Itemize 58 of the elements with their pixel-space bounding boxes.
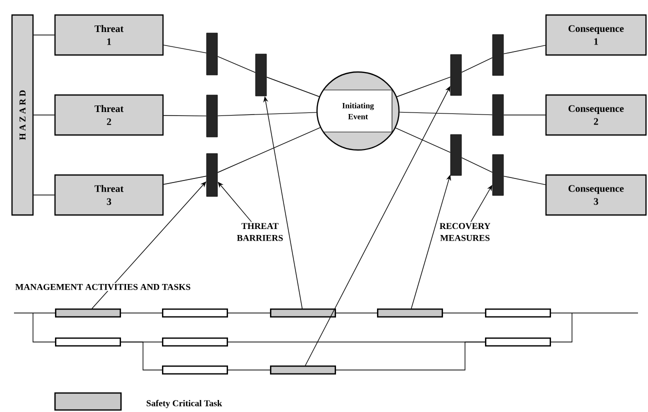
task-box — [270, 308, 336, 318]
connector-line — [217, 56, 256, 73]
threat-box: Threat 2 — [54, 94, 164, 136]
callout-label: THREAT BARRIERS — [237, 223, 283, 241]
task-box — [485, 338, 551, 346]
connector-line — [33, 194, 55, 196]
barrier-bar — [492, 154, 504, 196]
connector-line — [461, 57, 493, 73]
hazard-band: H A Z A R D — [11, 14, 34, 216]
barrier-bar — [492, 34, 504, 76]
connector-line — [461, 157, 493, 173]
task-box — [55, 308, 121, 318]
task-box — [377, 308, 443, 318]
threat-box: Threat 3 — [54, 174, 164, 216]
connector-line — [14, 312, 56, 314]
connector-line — [33, 34, 55, 36]
connector-line — [550, 312, 572, 342]
consequence-box: Consequence 3 — [545, 174, 647, 216]
threat-box: Threat 1 — [54, 14, 164, 56]
connector-line — [550, 312, 638, 314]
callout-label: RECOVERY MEASURES — [440, 223, 490, 241]
connector-line — [163, 115, 207, 116]
connector-line — [503, 44, 546, 54]
connector-line — [217, 127, 321, 173]
barrier-bar — [450, 54, 462, 96]
barrier-bar — [206, 32, 218, 76]
connector-line — [336, 342, 486, 370]
connector-line — [217, 112, 317, 116]
task-box — [55, 338, 121, 346]
connector-line — [399, 112, 493, 116]
barrier-bar — [255, 54, 267, 96]
connector-line — [503, 114, 546, 116]
task-box — [270, 366, 336, 374]
connector-line — [32, 312, 56, 342]
task-box — [162, 338, 228, 346]
connector-line — [396, 76, 451, 98]
consequence-box: Consequence 2 — [545, 94, 647, 136]
connector-line — [163, 44, 207, 54]
barrier-bar — [206, 153, 218, 197]
barrier-bar — [206, 94, 218, 138]
connector-line — [395, 128, 451, 153]
task-box — [162, 366, 228, 374]
connector-line — [503, 176, 546, 186]
barrier-bar — [492, 94, 504, 136]
barrier-bar — [450, 134, 462, 176]
connector-line — [120, 312, 162, 314]
connector-line — [163, 176, 207, 185]
connector-line — [336, 312, 378, 314]
connector-line — [120, 342, 162, 370]
task-box — [162, 308, 228, 318]
connector-line — [33, 114, 55, 116]
task-box — [485, 308, 551, 318]
connector-line — [228, 312, 270, 314]
connector-line — [266, 76, 320, 97]
legend-label: Safety Critical Task — [146, 400, 222, 408]
connector-line — [442, 312, 486, 314]
section-heading: MANAGEMENT ACTIVITIES AND TASKS — [14, 282, 192, 292]
consequence-box: Consequence 1 — [545, 14, 647, 56]
